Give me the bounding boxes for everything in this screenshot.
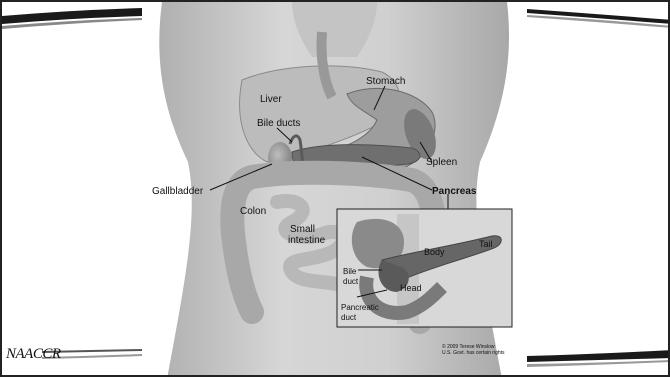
label-gallbladder: Gallbladder xyxy=(152,186,204,197)
label-small-intestine-line2: intestine xyxy=(288,235,326,246)
inset-label-head: Head xyxy=(400,283,422,293)
label-liver: Liver xyxy=(260,94,282,105)
anatomy-svg: Liver Stomach Bile ducts Spleen Gallblad… xyxy=(142,2,527,377)
top-right-swoosh xyxy=(527,2,670,32)
copyright-line1: © 2009 Terese Winslow xyxy=(442,343,495,350)
bottom-right-swoosh xyxy=(527,342,670,377)
inset-label-bile-duct-line1: Bile xyxy=(343,267,357,276)
inset-label-tail: Tail xyxy=(479,239,493,249)
label-colon: Colon xyxy=(240,206,266,217)
label-pancreas: Pancreas xyxy=(432,186,477,197)
inset-label-pancreatic-duct-line2: duct xyxy=(341,313,357,322)
label-small-intestine-line1: Small xyxy=(290,224,315,235)
label-spleen: Spleen xyxy=(426,157,457,168)
naaccr-logo: NAACCR xyxy=(6,346,61,363)
top-left-swoosh xyxy=(2,2,142,42)
inset-label-body: Body xyxy=(424,247,445,257)
anatomy-illustration: Liver Stomach Bile ducts Spleen Gallblad… xyxy=(142,2,527,377)
label-stomach: Stomach xyxy=(366,76,405,87)
inset-label-pancreatic-duct-line1: Pancreatic xyxy=(341,303,379,312)
inset-label-bile-duct-line2: duct xyxy=(343,277,359,286)
label-bile-ducts: Bile ducts xyxy=(257,118,300,129)
copyright-line2: U.S. Govt. has certain rights xyxy=(442,350,505,356)
